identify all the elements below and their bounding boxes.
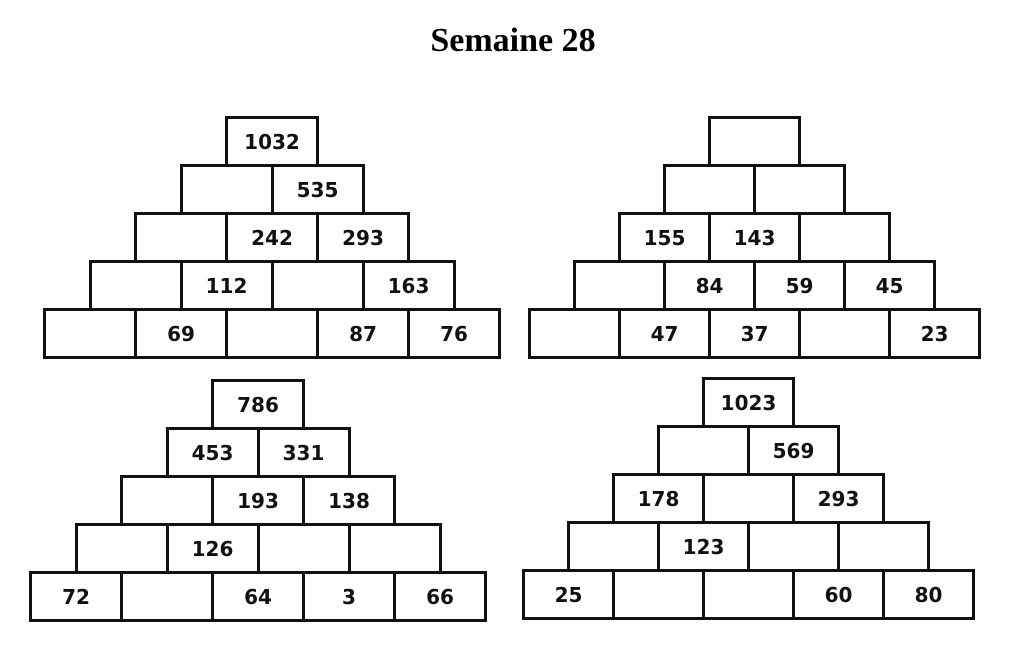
pyramid-cell[interactable] <box>134 212 228 263</box>
pyramid-cell[interactable] <box>702 473 795 524</box>
pyramid-cell[interactable] <box>657 425 750 476</box>
pyramid-cell: 155 <box>618 212 711 263</box>
pyramid-cell: 87 <box>316 308 410 359</box>
pyramid-cell: 293 <box>792 473 885 524</box>
pyramid-cell: 76 <box>407 308 501 359</box>
pyramid-cell[interactable] <box>798 308 891 359</box>
pyramid-cell: 535 <box>270 164 365 215</box>
pyramid-cell[interactable] <box>225 308 319 359</box>
pyramid-cell: 59 <box>753 260 846 311</box>
pyramid-cell[interactable] <box>120 475 214 526</box>
pyramid-cell[interactable] <box>256 523 351 574</box>
pyramid-cell: 45 <box>843 260 936 311</box>
pyramid-cell: 163 <box>361 260 456 311</box>
pyramid-cell[interactable] <box>567 521 660 572</box>
pyramid-cell[interactable] <box>747 521 840 572</box>
pyramid-cell[interactable] <box>702 569 795 620</box>
pyramid-cell[interactable] <box>837 521 930 572</box>
pyramid-cell: 786 <box>211 379 305 430</box>
pyramid-cell: 64 <box>211 571 305 622</box>
pyramid-cell: 143 <box>708 212 801 263</box>
pyramid-cell: 569 <box>747 425 840 476</box>
pyramid-cell: 123 <box>657 521 750 572</box>
pyramid-cell: 453 <box>165 427 260 478</box>
pyramid-cell[interactable] <box>347 523 442 574</box>
page-title: Semaine 28 <box>430 22 596 59</box>
pyramid-cell[interactable] <box>612 569 705 620</box>
pyramid-cell[interactable] <box>798 212 891 263</box>
pyramid-cell[interactable] <box>74 523 169 574</box>
pyramid-cell[interactable] <box>88 260 183 311</box>
pyramid-cell: 331 <box>256 427 351 478</box>
pyramid-cell[interactable] <box>120 571 214 622</box>
pyramid-cell: 178 <box>612 473 705 524</box>
pyramid-cell: 23 <box>888 308 981 359</box>
pyramid-cell[interactable] <box>663 164 756 215</box>
pyramid-cell: 242 <box>225 212 319 263</box>
pyramid-cell[interactable] <box>179 164 274 215</box>
pyramid-cell: 138 <box>302 475 396 526</box>
pyramid-cell[interactable] <box>43 308 137 359</box>
pyramid-cell[interactable] <box>753 164 846 215</box>
pyramid-cell: 80 <box>882 569 975 620</box>
pyramid-cell: 112 <box>179 260 274 311</box>
pyramid-cell: 1023 <box>702 377 795 428</box>
pyramid-cell: 293 <box>316 212 410 263</box>
pyramid-cell[interactable] <box>528 308 621 359</box>
pyramid-cell: 47 <box>618 308 711 359</box>
pyramid-cell: 60 <box>792 569 885 620</box>
pyramid-cell: 84 <box>663 260 756 311</box>
pyramid-cell: 69 <box>134 308 228 359</box>
pyramid-cell: 66 <box>393 571 487 622</box>
pyramid-cell: 37 <box>708 308 801 359</box>
pyramid-cell[interactable] <box>270 260 365 311</box>
pyramid-cell: 72 <box>29 571 123 622</box>
pyramid-cell: 25 <box>522 569 615 620</box>
pyramid-cell[interactable] <box>708 116 801 167</box>
pyramid-cell: 126 <box>165 523 260 574</box>
pyramid-cell: 1032 <box>225 116 319 167</box>
pyramid-cell: 3 <box>302 571 396 622</box>
pyramid-cell: 193 <box>211 475 305 526</box>
pyramid-cell[interactable] <box>573 260 666 311</box>
